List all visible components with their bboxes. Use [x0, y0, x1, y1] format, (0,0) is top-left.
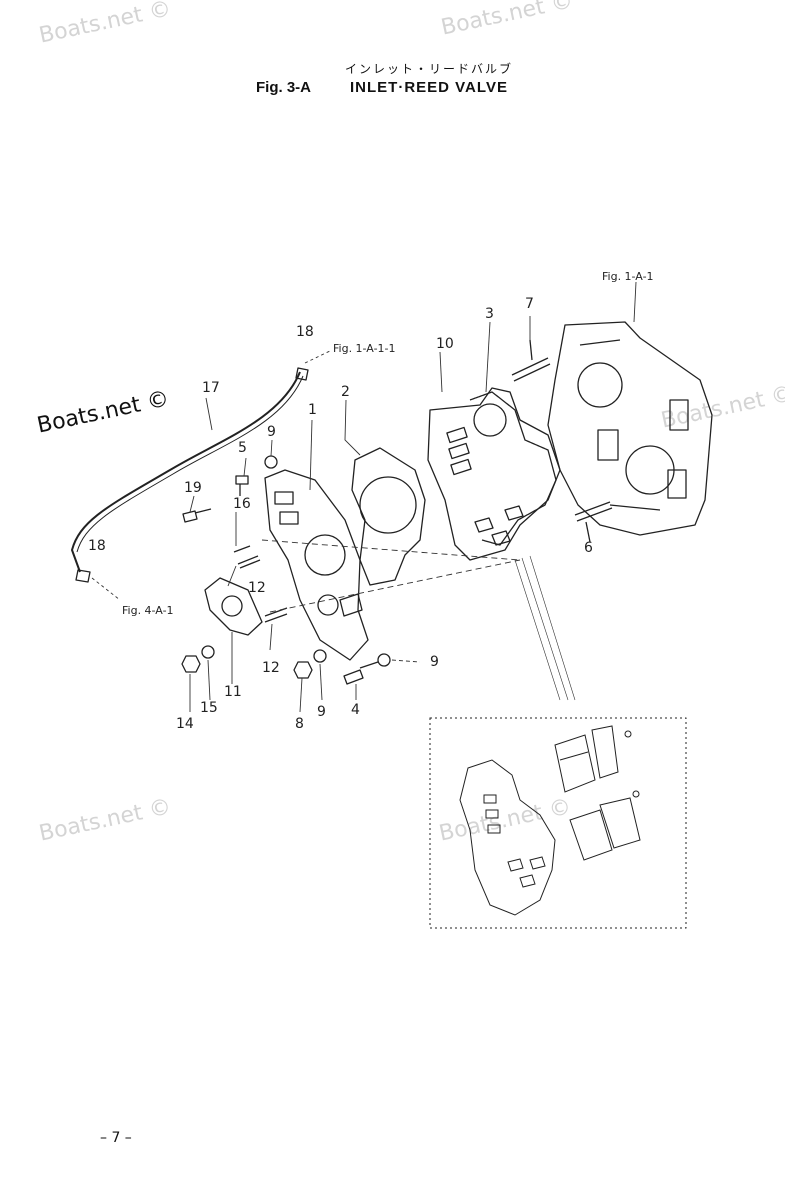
nut-9a [264, 455, 278, 469]
callout-12a: 12 [248, 580, 266, 596]
washer-15 [201, 645, 215, 659]
bolt-19 [182, 508, 212, 523]
callout-9a: 9 [267, 424, 276, 440]
nut-8 [293, 661, 313, 679]
reed-plate-10 [427, 387, 561, 561]
inset-reed-stop-2 [599, 797, 641, 849]
callout-7: 7 [525, 296, 534, 312]
stud-6 [574, 501, 613, 522]
callout-18a: 18 [296, 324, 314, 340]
inset-reed-petal-1 [554, 734, 596, 793]
inset-reed-stop-1 [591, 725, 619, 779]
reference-fig-4-a-1: Fig. 4-A-1 [122, 604, 174, 617]
fitting-18-top [295, 367, 309, 381]
callout-17: 17 [202, 380, 220, 396]
callout-15: 15 [200, 700, 218, 716]
crankcase-outline [547, 321, 713, 536]
nut-14 [181, 655, 201, 673]
inset-box [429, 717, 687, 929]
callout-11: 11 [224, 684, 242, 700]
page-number: – 7 – [100, 1130, 132, 1146]
callout-1: 1 [308, 402, 317, 418]
intake-manifold-1 [264, 469, 369, 661]
callout-9b: 9 [317, 704, 326, 720]
callout-4: 4 [351, 702, 360, 718]
figure-label: Fig. 3-A [256, 79, 311, 96]
callout-6: 6 [584, 540, 593, 556]
gasket-2 [351, 447, 426, 586]
stud-7 [511, 357, 551, 382]
gasket-3 [469, 391, 557, 546]
stud-16 [233, 545, 261, 569]
bolt-4 [343, 661, 379, 685]
japanese-title: インレット・リードバルブ [345, 62, 514, 76]
callout-8: 8 [295, 716, 304, 732]
callout-3: 3 [485, 306, 494, 322]
inset-reed-plate [459, 759, 556, 916]
bolt-5 [235, 475, 249, 496]
reference-fig-1-a-1: Fig. 1-A-1 [602, 270, 654, 283]
callout-9c: 9 [430, 654, 439, 670]
callout-18b: 18 [88, 538, 106, 554]
plate-11 [204, 577, 263, 636]
callout-19: 19 [184, 480, 202, 496]
page-title: INLET·REED VALVE [350, 79, 508, 96]
inset-reed-petal-2 [569, 809, 613, 861]
callout-5: 5 [238, 440, 247, 456]
fitting-18-bottom [75, 569, 91, 583]
callout-12b: 12 [262, 660, 280, 676]
callout-16: 16 [233, 496, 251, 512]
washer-9c [377, 653, 391, 667]
callout-10: 10 [436, 336, 454, 352]
callout-14: 14 [176, 716, 194, 732]
bolt-12 [264, 607, 288, 623]
hose-17 [71, 371, 301, 573]
callout-2: 2 [341, 384, 350, 400]
nut-9b [313, 649, 327, 663]
reference-fig-1-a-1-1: Fig. 1-A-1-1 [333, 342, 396, 355]
